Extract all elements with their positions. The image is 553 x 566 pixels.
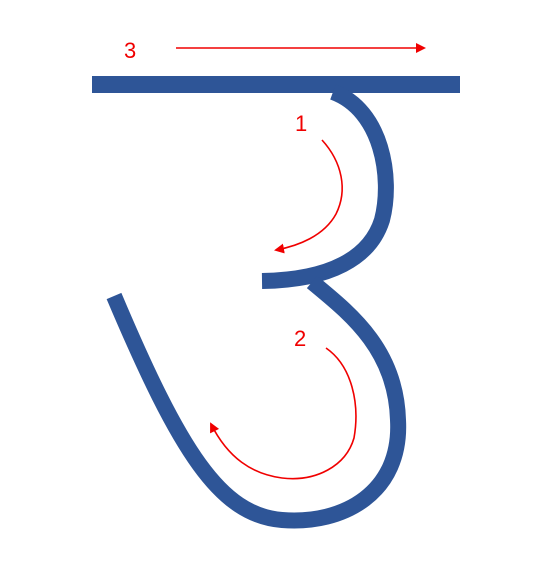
stroke-2-arrow	[210, 347, 357, 480]
stroke-1-arrow	[274, 139, 343, 254]
stroke-3-number: 3	[124, 38, 136, 63]
glyph-upper-curve-stroke	[261, 84, 394, 289]
glyph-headline-stroke	[92, 76, 460, 93]
stroke-1-number: 1	[295, 111, 307, 136]
glyph-lower-curve-stroke	[106, 275, 407, 529]
stroke-2-number: 2	[294, 326, 306, 351]
